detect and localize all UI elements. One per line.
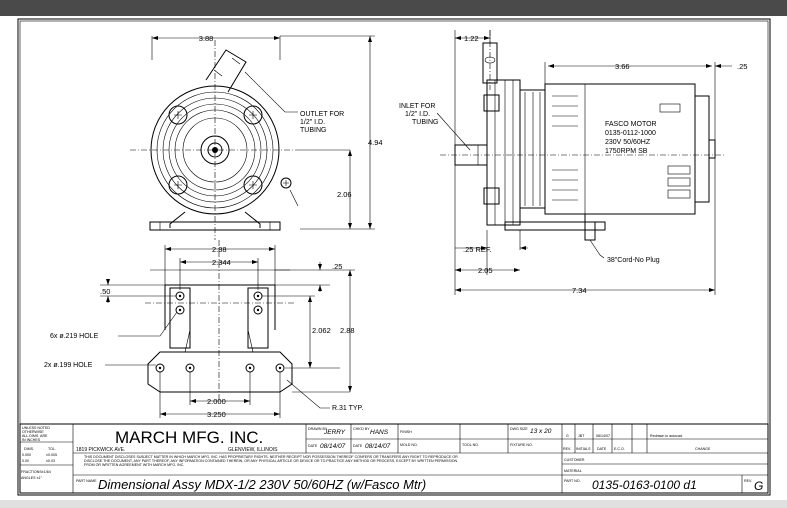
rev-letter: G [754, 479, 763, 493]
revision-date: 08/14/07 [596, 434, 610, 438]
tol-row-1-dims: 0.000 [22, 453, 31, 457]
tol-fractions: FRACTIONS±1/64 [21, 470, 51, 474]
screw-lug [168, 105, 263, 195]
side-dimensions: 1.22 3.66 .25 .25 REF. 2.05 7.34 INLET F… [399, 30, 747, 295]
dim-front-width: 3.88 [199, 34, 214, 43]
date-label-1: DATE [308, 444, 318, 448]
base-holes [155, 291, 285, 373]
dim-center-height: 2.06 [337, 190, 352, 199]
dim-motor-length: 3.66 [615, 62, 630, 71]
dim-base-outer: 2.88 [212, 245, 227, 254]
dim-cap: .25 [737, 62, 747, 71]
motor-label-line3: 230V 50/60HZ [605, 139, 651, 146]
base-dimensions: 2.88 2.344 .50 .25 2.062 2.88 2.000 3.25… [44, 245, 363, 419]
dim-inlet-offset: 1.22 [464, 34, 479, 43]
outlet-tube [205, 49, 247, 93]
drawing-border [17, 18, 771, 496]
tol-row-2-dims: 0.00 [22, 459, 29, 463]
chkd-by: HANS [370, 429, 389, 436]
part-name: Dimensional Assy MDX-1/2 230V 50/60HZ (w… [98, 477, 426, 492]
customer-label: CUSTOMER [564, 458, 585, 462]
rev-label: REV. [744, 479, 752, 483]
tol-row-2-tol: ±0.03 [46, 459, 55, 463]
revision-initials: JBT [578, 434, 585, 438]
motor-label-line1: FASCO MOTOR [605, 121, 657, 128]
outlet-note-line3: TUBING [300, 127, 326, 134]
revision-rev: G [566, 434, 569, 438]
fixture-label: FIXTURE NO. [510, 443, 533, 447]
material-label: MATERIAL [564, 469, 582, 473]
dwg-size-label: DWG SIZE [510, 427, 528, 431]
part-number: 0135-0163-0100 d1 [592, 478, 697, 492]
dim-base-inner: 2.344 [212, 258, 231, 267]
window-bottom-bar [0, 500, 787, 508]
hole-6x-note: 6x ø.219 HOLE [50, 333, 99, 340]
rev-header-date: DATE [597, 447, 607, 451]
window-top-bar [0, 0, 787, 16]
inlet-note-line3: TUBING [412, 119, 438, 126]
dim-ref: .25 REF. [463, 245, 492, 254]
mold-label: MOLD NO. [400, 443, 418, 447]
outlet-note-line2: 1/2" I.D. [300, 119, 325, 126]
dim-bottom-outer: 3.250 [207, 410, 226, 419]
dim-base-offset: 2.05 [478, 266, 493, 275]
inlet-note-line1: INLET FOR [399, 103, 435, 110]
dim-top-offset: .25 [332, 262, 342, 271]
proprietary-line3: FROM OR WRITTEN AGREEMENT WITH MARCH MFG… [84, 463, 184, 467]
hole-2x-note: 2x ø.199 HOLE [44, 362, 93, 369]
tol-dims-label: DIMS. [24, 447, 34, 451]
motor-label-line4: 1750RPM SB [605, 148, 648, 155]
rev-header-rev: REV. [563, 447, 571, 451]
finish-label: FINISH [400, 430, 412, 434]
title-block: UNLESS NOTED OTHERWISE ALL DIMS. ARE IN … [19, 423, 769, 494]
chkd-label: CHK'D BY [353, 427, 370, 431]
inlet-note-line2: 1/2" I.D. [405, 111, 430, 118]
base-plate [147, 351, 293, 393]
proprietary-line2: DISCLOSE THE DOCUMENT, ANY PART THEREOF,… [84, 459, 458, 463]
date-label-2: DATE [353, 444, 363, 448]
side-view [440, 30, 725, 259]
ground-screw-icon [280, 177, 292, 189]
company-name: MARCH MFG. INC. [115, 428, 263, 447]
dim-vert-outer: 2.88 [340, 326, 355, 335]
tol-header-1: UNLESS NOTED [22, 426, 50, 430]
dim-overall-length: 7.34 [572, 286, 587, 295]
date-drawn: 08/14/07 [320, 443, 346, 450]
pump-housing-side [486, 79, 521, 226]
motor-end-cap [694, 95, 710, 203]
tol-angles: ANGLES ±1° [21, 476, 43, 480]
tol-header-3: ALL DIMS. ARE [22, 434, 48, 438]
front-view [130, 40, 300, 240]
tol-tol-label: TOL. [48, 447, 56, 451]
rev-header-change: CHANGE [695, 447, 711, 451]
part-name-label: PART NAME [76, 479, 97, 483]
motor-label-line2: 0135-0112-1000 [605, 130, 656, 137]
front-dimensions: 3.88 4.94 2.06 OUTLET FOR 1/2" I.D. TUBI… [151, 34, 383, 230]
tol-row-1-tol: ±0.005 [46, 453, 57, 457]
company-city: GLENVIEW, ILLINOIS [228, 447, 278, 453]
tol-header-2: OTHERWISE [22, 430, 44, 434]
tol-header-4: IN INCHES [22, 438, 41, 442]
side-base [504, 221, 606, 231]
rev-header-eco: E.C.O. [614, 447, 625, 451]
dim-slot-offset: .50 [100, 287, 110, 296]
dim-front-height: 4.94 [368, 138, 383, 147]
rev-header-initials: INITIALS [576, 447, 591, 451]
drawn-label: DRAWN BY [308, 427, 328, 431]
revision-change: Redrawn in autocad. [650, 434, 683, 438]
part-no-label: PART NO. [564, 479, 581, 483]
date-chkd: 08/14/07 [365, 443, 391, 450]
dim-vert-inner: 2.062 [312, 326, 331, 335]
dim-bottom-inner: 2.000 [207, 397, 226, 406]
dwg-size: 13 x 20 [530, 428, 552, 435]
tool-label: TOOL NO. [462, 443, 479, 447]
cord-note: 38"Cord-No Plug [607, 257, 660, 264]
company-address: 1819 PICKWICK AVE. [76, 447, 125, 453]
proprietary-line1: THIS DOCUMENT DISCLOSES SUBJECT MATTER I… [84, 455, 458, 459]
radius-note: R.31 TYP. [332, 405, 363, 412]
outlet-note-line1: OUTLET FOR [300, 111, 344, 118]
drawn-by: JERRY [323, 429, 346, 436]
